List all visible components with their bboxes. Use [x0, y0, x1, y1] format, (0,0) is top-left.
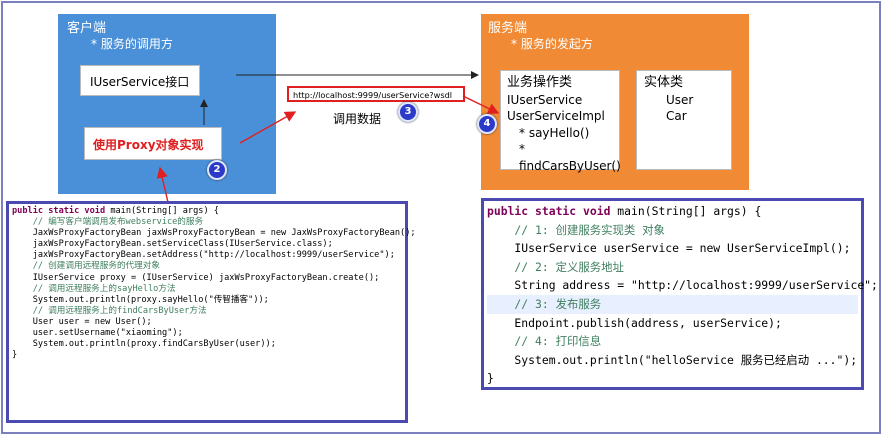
code-line: user.setUsername("xiaoming"); — [12, 328, 183, 339]
step-badge-3: 3 — [398, 102, 418, 122]
business-line: IUserService — [507, 92, 583, 107]
code-line: IUserService proxy = (IUserService) jaxW… — [12, 272, 380, 283]
entity-class-title: 实体类 — [644, 75, 684, 90]
code-line: // 调用远程服务上的sayHello方法 — [12, 283, 176, 294]
interface-box: IUserService接口 — [80, 65, 200, 96]
code-line: // 3: 发布服务 — [487, 294, 858, 314]
code-line: IUserService userService = new UserServi… — [487, 241, 851, 256]
code-line: JaxWsProxyFactoryBean jaxWsProxyFactoryB… — [12, 228, 416, 239]
code-line: System.out.println(proxy.findCarsByUser(… — [12, 339, 276, 350]
code-line: // 4: 打印信息 — [487, 334, 602, 349]
client-title: 客户端 — [67, 21, 107, 36]
code-line: User user = new User(); — [12, 316, 152, 327]
proxy-label: 使用Proxy对象实现 — [93, 138, 204, 152]
server-title: 服务端 — [488, 21, 528, 36]
code-line: } — [487, 371, 494, 386]
proxy-to-url-arrow — [239, 111, 297, 144]
code-line: public static void main(String[] args) { — [12, 206, 219, 216]
code-line: public static void main(String[] args) { — [487, 204, 762, 218]
business-class-box: 业务操作类 IUserService UserServiceImpl * say… — [500, 70, 621, 173]
business-line: * sayHello() — [519, 125, 590, 140]
step-badge-4: 4 — [477, 114, 497, 134]
code-line: Endpoint.publish(address, userService); — [487, 315, 782, 330]
entity-line: Car — [666, 109, 687, 123]
wsdl-url: http://localhost:9999/userService?wsdl — [293, 90, 453, 100]
server-subtitle: * 服务的发起方 — [511, 37, 593, 51]
code-line: System.out.println("helloService 服务已经启动 … — [487, 352, 858, 367]
code-line: } — [12, 350, 18, 361]
code-line: jaxWsProxyFactoryBean.setAddress("http:/… — [12, 250, 395, 261]
code-line: System.out.println(proxy.sayHello("传智播客"… — [12, 294, 269, 305]
proxy-box: 使用Proxy对象实现 — [84, 127, 222, 160]
code-line: // 编写客户端调用发布webservice的服务 — [12, 217, 204, 228]
client-panel: 客户端 * 服务的调用方 IUserService接口 使用Proxy对象实现 — [58, 14, 276, 194]
business-class-title: 业务操作类 — [507, 75, 573, 90]
client-code-panel: public static void main(String[] args) {… — [6, 201, 416, 423]
call-data-label: 调用数据 — [333, 112, 382, 126]
interface-label: IUserService接口 — [90, 75, 190, 89]
code-line: // 调用远程服务上的findCarsByUser方法 — [12, 305, 207, 316]
entity-line: User — [666, 92, 694, 107]
code-line: // 创建调用远程服务的代理对象 — [12, 261, 160, 272]
code-line: // 2: 定义服务地址 — [487, 259, 624, 274]
code-line: jaxWsProxyFactoryBean.setServiceClass(IU… — [12, 239, 333, 250]
business-line: * findCarsByUser() — [519, 142, 621, 173]
client-subtitle: * 服务的调用方 — [91, 37, 173, 51]
business-line: UserServiceImpl — [507, 109, 605, 123]
server-panel: 服务端 * 服务的发起方 业务操作类 IUserService UserServ… — [481, 14, 749, 190]
wsdl-url-box: http://localhost:9999/userService?wsdl — [287, 86, 465, 102]
code-line: // 1: 创建服务实现类 对象 — [487, 222, 665, 237]
url-to-server-arrow — [462, 95, 500, 114]
entity-class-box: 实体类 User Car — [636, 70, 732, 170]
code-line: String address = "http://localhost:9999/… — [487, 278, 878, 293]
server-code-panel: public static void main(String[] args) {… — [481, 198, 878, 390]
step-badge-2: 2 — [207, 160, 227, 180]
